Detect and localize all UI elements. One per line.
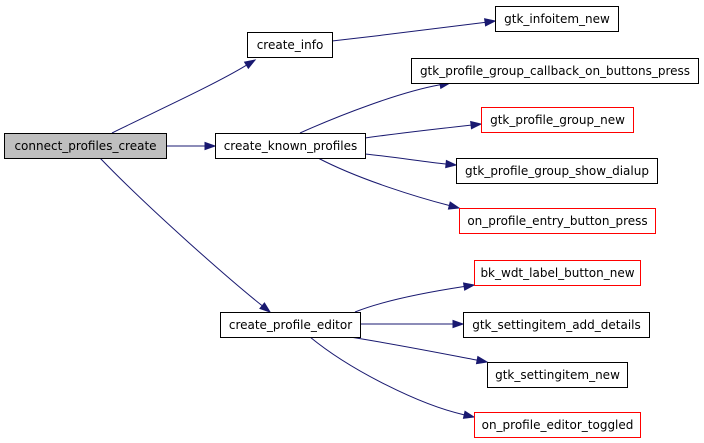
node-label: create_profile_editor	[229, 318, 352, 332]
node-box	[220, 312, 361, 338]
arrowhead	[470, 120, 483, 130]
node-box	[459, 208, 656, 234]
node-create-known-profiles[interactable]: create_known_profiles	[215, 133, 366, 159]
arrowhead	[447, 201, 461, 210]
node-label: connect_profiles_create	[14, 139, 156, 153]
edge-line	[317, 157, 450, 207]
node-gtk-settingitem-new[interactable]: gtk_settingitem_new	[487, 362, 628, 388]
edge-create_profile_editor-to-gtk_settingitem_add_details	[360, 319, 465, 329]
node-connect-profiles-create[interactable]: connect_profiles_create	[4, 133, 167, 159]
edge-connect_profiles_create-to-create_known_profiles	[166, 141, 217, 151]
arrowhead	[462, 282, 476, 291]
edge-connect_profiles_create-to-create_info	[111, 59, 257, 134]
edge-create_profile_editor-to-bk_wdt_label_button_new	[354, 282, 476, 313]
arrowhead	[462, 410, 476, 419]
arrowhead	[475, 355, 489, 365]
node-box	[4, 133, 167, 159]
nodes-layer: connect_profiles_create create_infocreate…	[4, 6, 699, 438]
node-box	[481, 107, 634, 133]
node-create-profile-editor[interactable]: create_profile_editor	[220, 312, 361, 338]
edge-create_known_profiles-to-gtk_profile_group_new	[364, 120, 483, 139]
edge-line	[331, 21, 486, 42]
node-create-info[interactable]: create_info	[247, 32, 333, 58]
edge-create_info-to-gtk_infoitem_new	[331, 18, 497, 42]
arrowhead	[259, 302, 272, 313]
node-box	[495, 6, 619, 32]
edge-create_known_profiles-to-on_profile_entry_button_press	[317, 157, 461, 210]
node-label: gtk_settingitem_new	[495, 368, 620, 382]
edge-line	[299, 84, 441, 134]
node-label: create_info	[257, 38, 324, 52]
edge-line	[309, 336, 465, 416]
node-label: on_profile_entry_button_press	[467, 214, 647, 228]
edge-create_profile_editor-to-on_profile_editor_toggled	[309, 336, 476, 419]
node-gtk-settingitem-add-details[interactable]: gtk_settingitem_add_details	[463, 312, 650, 338]
node-label: gtk_profile_group_new	[490, 113, 625, 127]
node-box	[456, 158, 658, 184]
node-gtk-infoitem-new[interactable]: gtk_infoitem_new	[495, 6, 619, 32]
node-bk-wdt-label-button-new[interactable]: bk_wdt_label_button_new	[474, 260, 641, 286]
node-box	[247, 32, 333, 58]
node-on-profile-entry-button-press[interactable]: on_profile_entry_button_press	[459, 208, 656, 234]
arrowhead	[452, 319, 465, 329]
node-box	[474, 260, 641, 286]
edge-line	[364, 153, 447, 165]
arrowhead	[445, 159, 458, 169]
edge-line	[111, 64, 247, 134]
node-box	[215, 133, 366, 159]
edge-create_profile_editor-to-gtk_settingitem_new	[349, 336, 489, 365]
node-gtk-profile-group-show-dialup[interactable]: gtk_profile_group_show_dialup	[456, 158, 658, 184]
edge-create_known_profiles-to-gtk_profile_group_show_dialup	[364, 153, 458, 169]
node-gtk-profile-group-callback-on-buttons-press[interactable]: gtk_profile_group_callback_on_buttons_pr…	[411, 58, 699, 84]
node-label: gtk_infoitem_new	[504, 12, 610, 26]
node-box	[411, 58, 699, 84]
edge-line	[364, 124, 472, 139]
node-label: on_profile_editor_toggled	[482, 418, 634, 432]
edge-line	[354, 286, 465, 313]
node-box	[487, 362, 628, 388]
node-box	[474, 412, 641, 438]
edge-line	[99, 157, 263, 307]
edge-connect_profiles_create-to-create_profile_editor	[99, 157, 272, 313]
arrowhead	[204, 141, 217, 151]
node-box	[463, 312, 650, 338]
arrowhead	[484, 18, 497, 27]
node-on-profile-editor-toggled[interactable]: on_profile_editor_toggled	[474, 412, 641, 438]
edge-line	[349, 336, 478, 361]
node-label: gtk_profile_group_show_dialup	[465, 164, 649, 178]
arrowhead	[243, 59, 257, 70]
node-gtk-profile-group-new[interactable]: gtk_profile_group_new	[481, 107, 634, 133]
node-label: create_known_profiles	[224, 139, 358, 153]
node-label: gtk_settingitem_add_details	[472, 318, 641, 332]
node-label: gtk_profile_group_callback_on_buttons_pr…	[420, 64, 690, 78]
edge-create_known_profiles-to-gtk_profile_group_callback_on_buttons_press	[299, 80, 452, 134]
node-label: bk_wdt_label_button_new	[480, 266, 634, 280]
